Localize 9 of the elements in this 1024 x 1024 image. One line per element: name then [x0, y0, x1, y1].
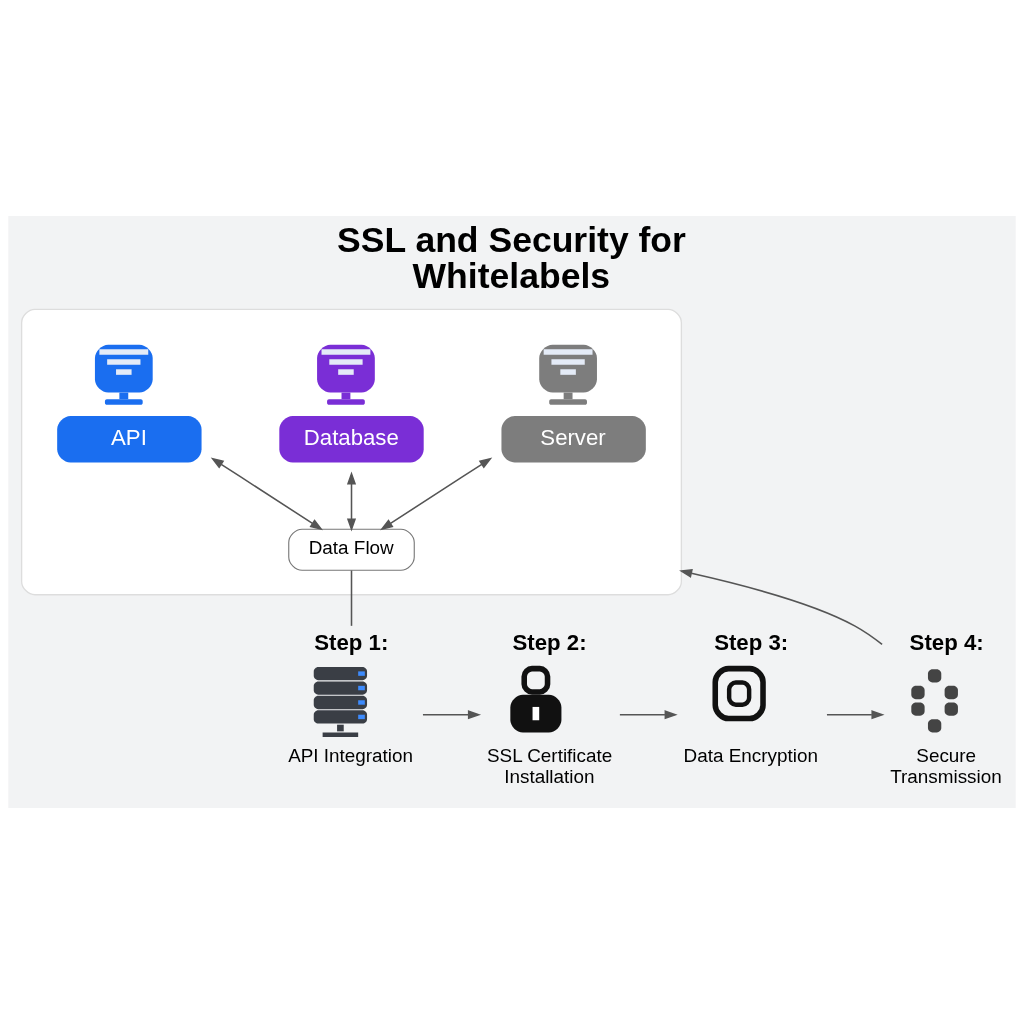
- node-label: Data Encryption: [683, 745, 818, 767]
- node-label: Step 4:: [909, 630, 984, 656]
- node-label: Step 1:: [314, 630, 389, 656]
- node-label: Secure Transmission: [890, 745, 1002, 788]
- node-label: API Integration: [288, 745, 414, 767]
- node-label: Step 3:: [714, 630, 789, 656]
- node-label: SSL Certificate Installation: [487, 745, 613, 788]
- node-label: Step 2:: [512, 630, 587, 656]
- diagram-title: SSL and Security for Whitelabels: [337, 220, 686, 296]
